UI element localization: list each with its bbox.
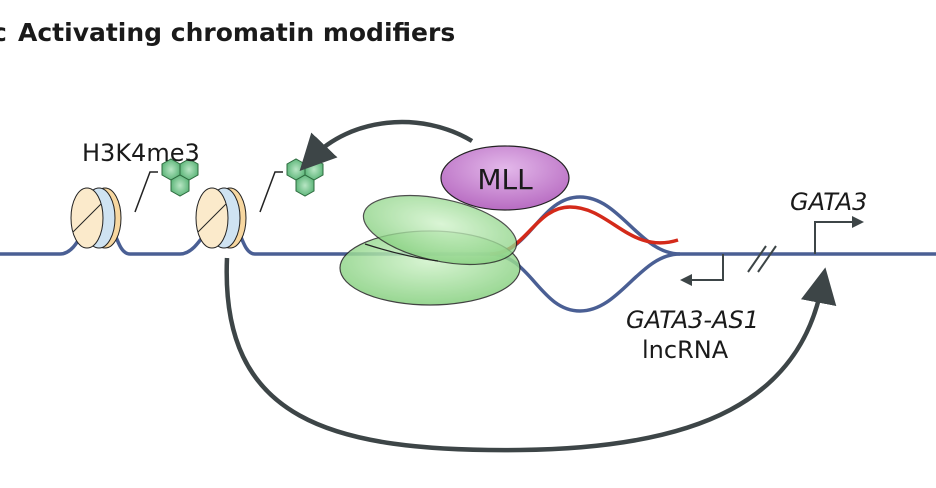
lncrna-label: lncRNA	[642, 336, 729, 364]
nucleosome	[195, 187, 247, 249]
gata3-label: GATA3	[790, 188, 867, 216]
panel-letter: c	[0, 18, 7, 47]
mll-complex	[440, 145, 570, 211]
gata3-tss-arrow	[814, 216, 864, 254]
gata3-as1-tss-arrow	[680, 254, 724, 286]
h3k4me3-mark-icon	[259, 158, 324, 213]
nucleosome	[70, 187, 122, 249]
figure-title: Activating chromatin modifiers	[18, 18, 456, 47]
dna-strand-top	[489, 195, 936, 256]
looping-arrow	[224, 257, 837, 453]
gata3-as1-label: GATA3-AS1	[626, 306, 759, 334]
recruitment-arrow	[299, 119, 474, 172]
break-marks	[747, 245, 777, 273]
lncrna-strand	[489, 205, 679, 256]
mll-label: MLL	[477, 163, 533, 196]
h3k4me3-label: H3K4me3	[82, 139, 200, 167]
